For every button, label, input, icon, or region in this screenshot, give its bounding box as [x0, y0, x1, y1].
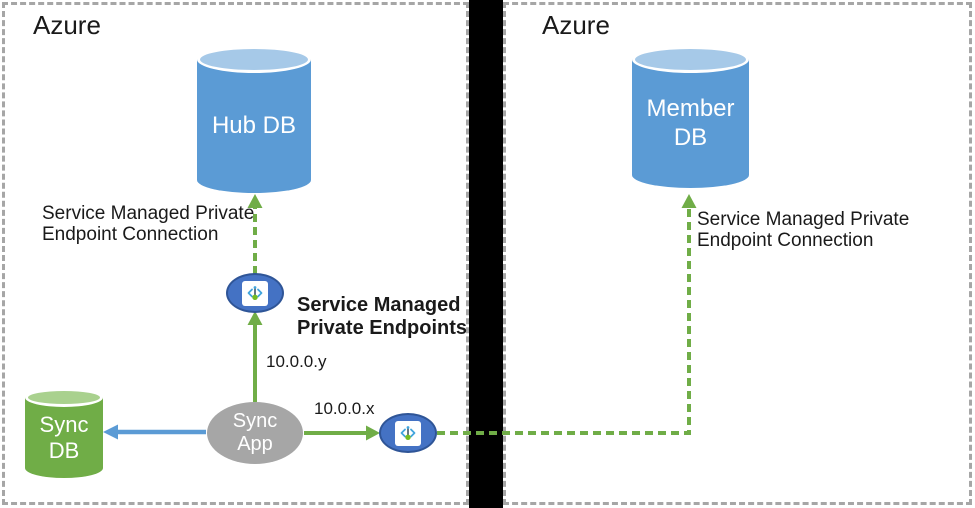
service-managed-private-endpoints-title: Service Managed Private Endpoints [297, 294, 467, 340]
azure-region-right-title: Azure [542, 10, 610, 40]
sync-db-label-line1: Sync [39, 411, 89, 437]
member-endpoint-ip-label: 10.0.0.x [314, 399, 375, 418]
member-connection-label-line1: Service Managed Private [697, 209, 910, 230]
sync-db-cylinder-lid [25, 388, 103, 407]
sync-db-label-line2: DB [48, 438, 80, 463]
hub-db-cylinder-lid [197, 46, 311, 73]
hub-db-cylinder-body [197, 59, 311, 193]
member-db-label-line2: DB [673, 124, 708, 151]
sync-app-label-line2: App [237, 433, 273, 455]
endpoints-title-line1: Service Managed [297, 294, 461, 316]
azure-region-left-title: Azure [33, 10, 101, 40]
member-db-label-line1: Member [646, 95, 735, 123]
member-private-endpoint-node [379, 413, 437, 453]
member-db-cylinder: Member DB [632, 46, 749, 188]
member-connection-label-line2: Endpoint Connection [697, 230, 874, 251]
hub-connection-label: Service Managed Private Endpoint Connect… [42, 203, 254, 245]
member-connection-label: Service Managed Private Endpoint Connect… [697, 209, 909, 251]
sync-app-ellipse: Sync App [207, 402, 303, 464]
hub-db-label: Hub DB [211, 112, 297, 140]
private-endpoint-icon [395, 420, 421, 446]
endpoints-title-line2: Private Endpoints [297, 317, 468, 339]
private-endpoint-icon [242, 280, 268, 306]
network-boundary-divider [469, 0, 503, 508]
hub-connection-label-line1: Service Managed Private [42, 203, 255, 224]
sync-db-cylinder-body [25, 397, 103, 478]
hub-connection-label-line2: Endpoint Connection [42, 224, 219, 245]
member-db-cylinder-body [632, 59, 749, 188]
hub-endpoint-ip-label: 10.0.0.y [266, 352, 327, 371]
sync-app-label-line1: Sync [232, 410, 278, 432]
member-db-cylinder-lid [632, 46, 749, 73]
hub-private-endpoint-node [226, 273, 284, 313]
sync-db-cylinder: Sync DB [25, 388, 103, 478]
hub-db-cylinder: Hub DB [197, 46, 311, 193]
